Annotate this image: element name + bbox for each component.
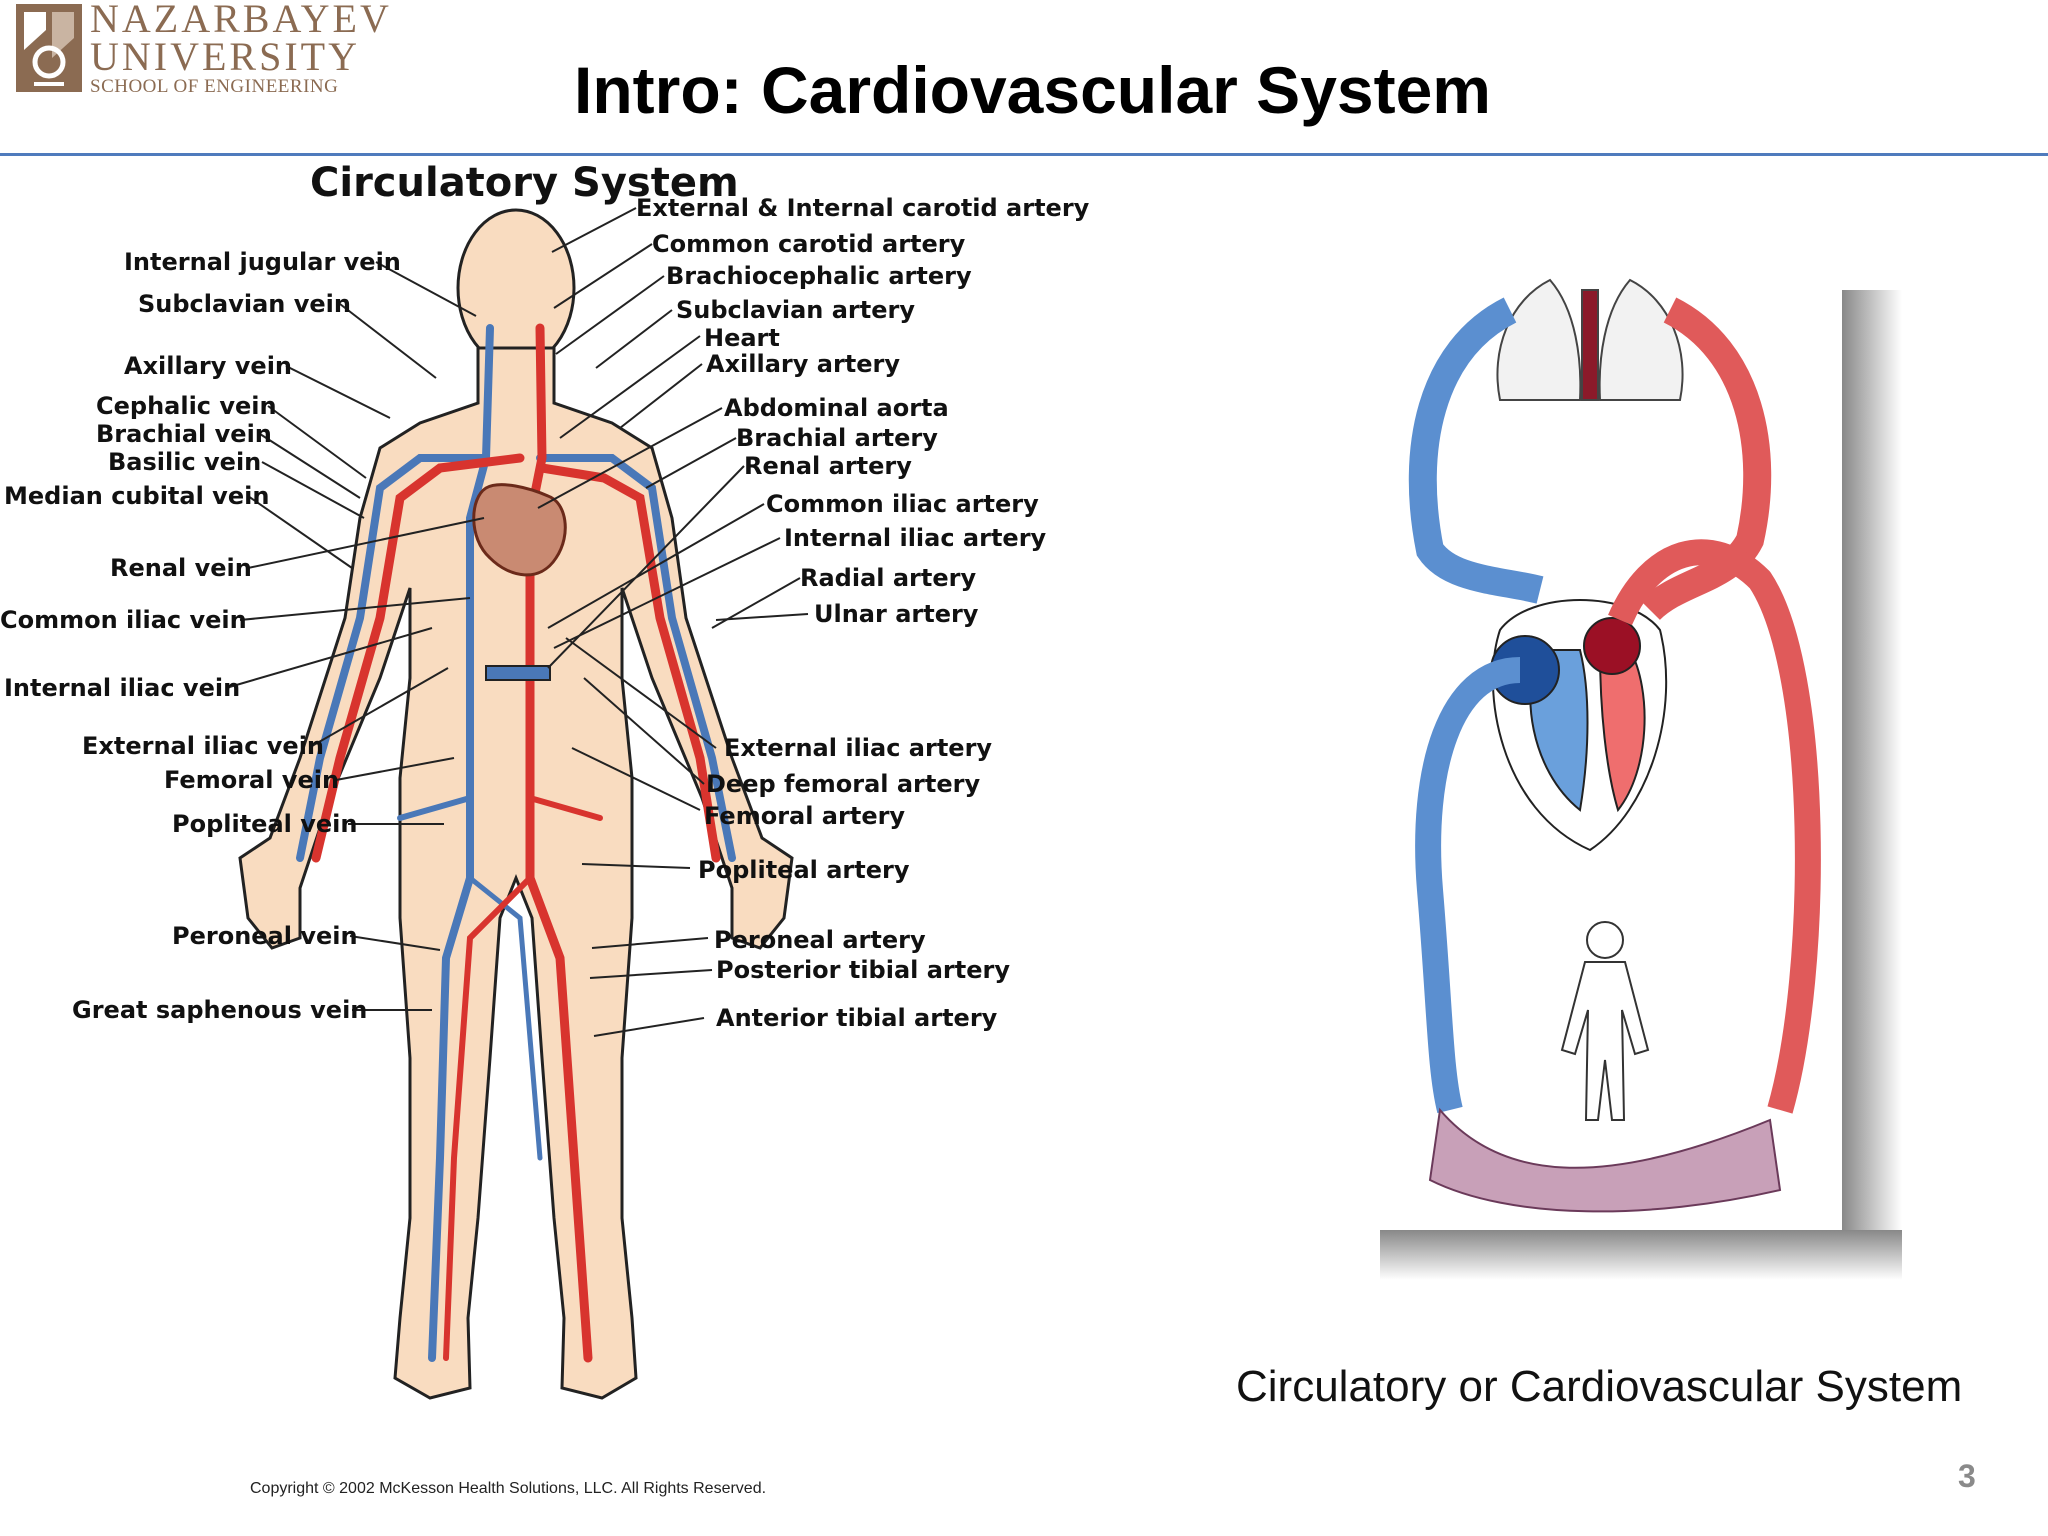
label-common-iliac-artery: Common iliac artery: [766, 490, 1039, 518]
label-heart: Heart: [704, 324, 780, 352]
label-deep-femoral-artery: Deep femoral artery: [706, 770, 981, 798]
circulatory-system-diagram: Circulatory System: [0, 158, 1089, 1518]
logo-line-3: SCHOOL OF ENGINEERING: [90, 76, 339, 97]
logo-line-2: UNIVERSITY: [90, 34, 360, 79]
label-internal-jugular-vein: Internal jugular vein: [124, 248, 401, 276]
label-external-iliac-artery: External iliac artery: [724, 734, 993, 762]
label-brachiocephalic-artery: Brachiocephalic artery: [666, 262, 972, 290]
logo-line-1: NAZARBAYEV: [90, 0, 392, 41]
label-ulnar-artery: Ulnar artery: [814, 600, 979, 628]
systemic-artery-loop: [1608, 539, 1821, 1114]
label-common-iliac-vein: Common iliac vein: [0, 606, 247, 634]
label-popliteal-vein: Popliteal vein: [172, 810, 358, 838]
heart-icon: [472, 483, 567, 577]
label-brachial-vein: Brachial vein: [96, 420, 272, 448]
university-emblem-icon: [16, 4, 82, 92]
lungs-icon: [1496, 278, 1684, 401]
label-peroneal-artery: Peroneal artery: [714, 926, 926, 954]
copyright-notice: Copyright © 2002 McKesson Health Solutio…: [250, 1480, 767, 1497]
figure-shadow-bottom: [1380, 1230, 1902, 1280]
label-femoral-vein: Femoral vein: [164, 766, 340, 794]
label-renal-vein: Renal vein: [110, 554, 252, 582]
label-median-cubital-vein: Median cubital vein: [4, 482, 270, 510]
figure-caption: Circulatory or Cardiovascular System: [1236, 1362, 1963, 1411]
label-common-carotid-artery: Common carotid artery: [652, 230, 966, 258]
label-posterior-tibial-artery: Posterior tibial artery: [716, 956, 1010, 984]
logo-text: NAZARBAYEV UNIVERSITY SCHOOL OF ENGINEER…: [90, 0, 392, 98]
body-illustration: [225, 207, 809, 1400]
kidney-bar: [485, 665, 551, 681]
left-leader-lines: [225, 261, 485, 1011]
page-number: 3: [1958, 1458, 1976, 1494]
label-anterior-tibial-artery: Anterior tibial artery: [716, 1004, 998, 1032]
label-abdominal-aorta: Abdominal aorta: [724, 394, 949, 422]
label-internal-iliac-artery: Internal iliac artery: [784, 524, 1047, 552]
label-internal-iliac-vein: Internal iliac vein: [4, 674, 241, 702]
label-basilic-vein: Basilic vein: [108, 448, 262, 476]
label-popliteal-artery: Popliteal artery: [698, 856, 910, 884]
systemic-vein-loop: [1415, 657, 1521, 1114]
diagram-title: Circulatory System: [310, 160, 739, 206]
right-leader-lines: [537, 207, 809, 1037]
label-radial-artery: Radial artery: [800, 564, 977, 592]
label-axillary-artery: Axillary artery: [706, 350, 901, 378]
figure-shadow-right: [1842, 290, 1902, 1250]
label-brachial-artery: Brachial artery: [736, 424, 938, 452]
label-axillary-vein: Axillary vein: [124, 352, 292, 380]
slide-title: Intro: Cardiovascular System: [574, 53, 1491, 127]
label-cephalic-vein: Cephalic vein: [96, 392, 277, 420]
arteries: [311, 323, 721, 1363]
label-subclavian-vein: Subclavian vein: [138, 290, 351, 318]
label-great-saphenous-vein: Great saphenous vein: [72, 996, 368, 1024]
human-silhouette-icon: [1560, 921, 1650, 1121]
label-external-internal-carotid-artery: External & Internal carotid artery: [636, 194, 1090, 222]
label-femoral-artery: Femoral artery: [704, 802, 906, 830]
body-capillaries: [1428, 1107, 1782, 1213]
label-subclavian-artery: Subclavian artery: [676, 296, 915, 324]
university-logo: NAZARBAYEV UNIVERSITY SCHOOL OF ENGINEER…: [16, 0, 396, 100]
label-renal-artery: Renal artery: [744, 452, 912, 480]
pulmonary-vein-loop: [1408, 297, 1544, 604]
pulmonary-artery-loop: [1640, 297, 1772, 621]
heart-icon: [1490, 599, 1668, 852]
header-divider: [0, 153, 2048, 156]
circulation-loop-figure: [1360, 260, 1902, 1280]
label-peroneal-vein: Peroneal vein: [172, 922, 358, 950]
label-external-iliac-vein: External iliac vein: [82, 732, 325, 760]
